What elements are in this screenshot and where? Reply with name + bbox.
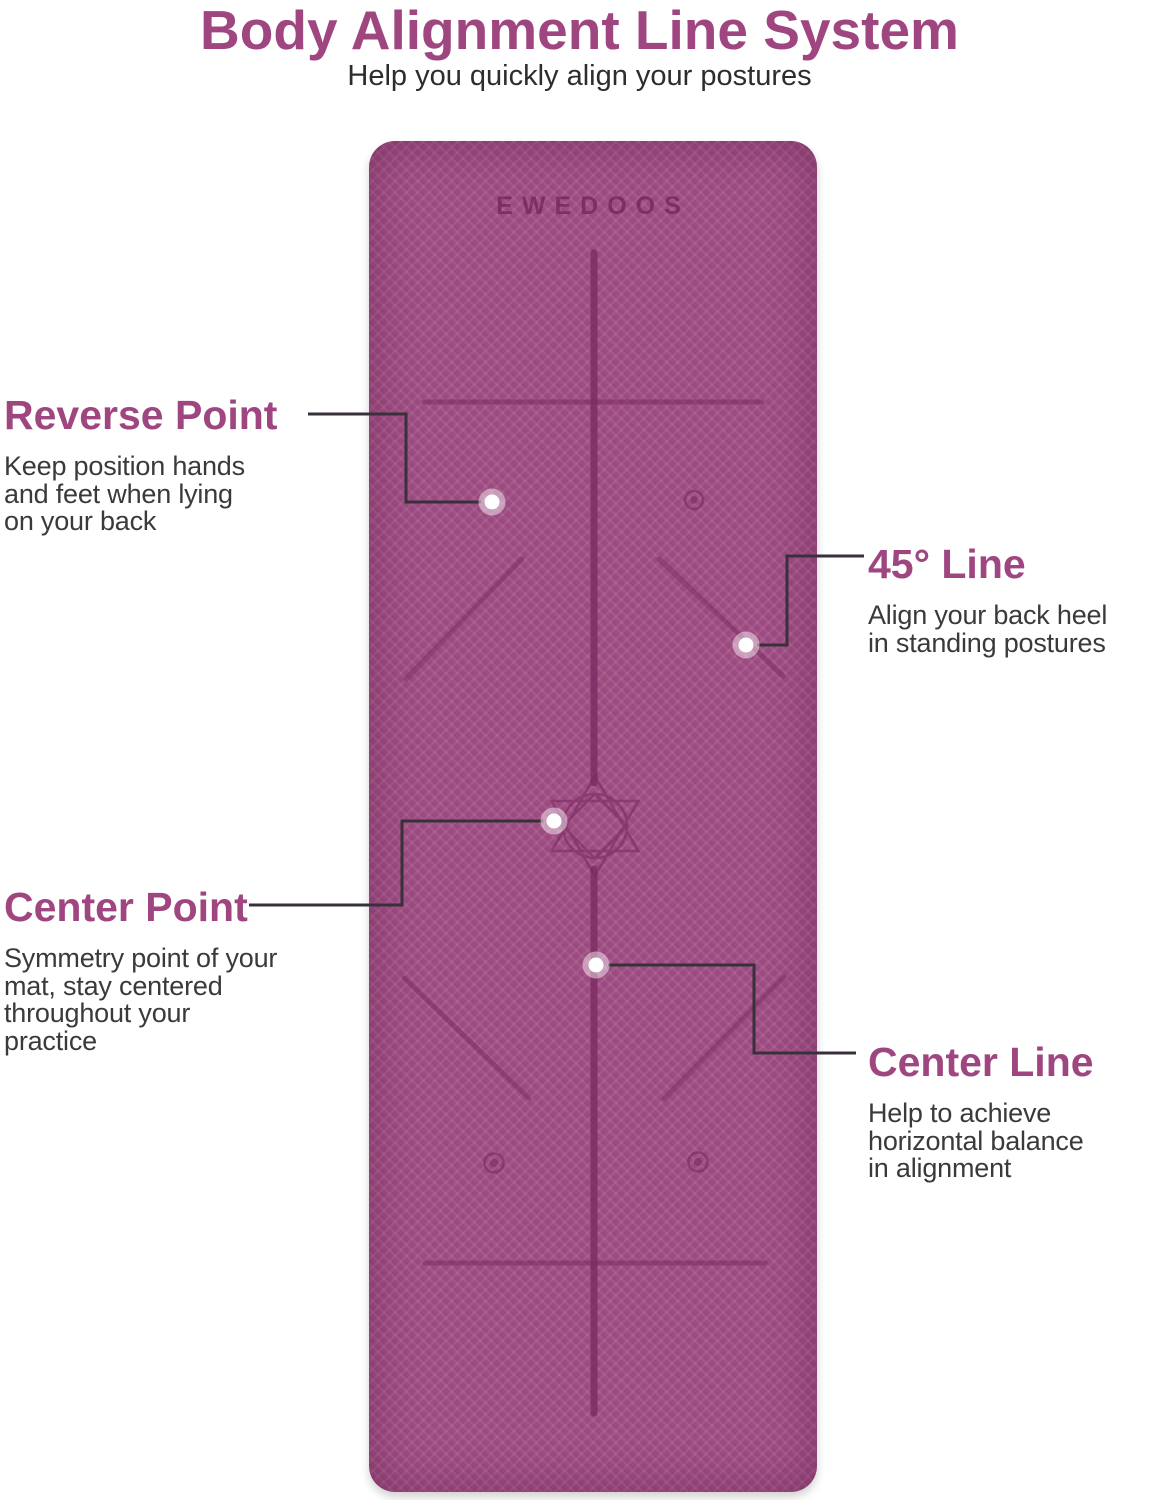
callout-title: Reverse Point: [4, 392, 278, 438]
mat-brand-logo: EWEDOOS: [496, 192, 690, 220]
callout-title: 45° Line: [868, 541, 1026, 587]
callout-center-point: Center Point Symmetry point of your mat,…: [4, 884, 277, 1055]
callout-description-line: Align your back heel: [868, 600, 1108, 630]
callout-description-line: practice: [4, 1025, 97, 1056]
callout-45-line: 45° Line Align your back heel in standin…: [868, 541, 1107, 657]
callout-reverse-point: Reverse Point Keep position hands and fe…: [4, 392, 277, 536]
callout-description-line: Keep position hands: [4, 451, 245, 481]
callout-description-line: in alignment: [868, 1153, 1012, 1183]
page-subtitle: Help you quickly align your postures: [347, 60, 812, 92]
callout-description-line: mat, stay centered: [4, 970, 223, 1001]
callout-title: Center Line: [868, 1039, 1094, 1085]
callout-title: Center Point: [4, 884, 248, 930]
yoga-mat: EWEDOOS: [369, 141, 817, 1492]
callout-description-line: horizontal balance: [868, 1125, 1084, 1156]
callout-description-line: in standing postures: [868, 627, 1106, 658]
callout-description-line: Help to achieve: [868, 1098, 1052, 1128]
page-title: Body Alignment Line System: [200, 0, 959, 61]
callout-description-line: and feet when lying: [4, 478, 233, 509]
callout-description-line: throughout your: [4, 998, 191, 1028]
callout-description-line: on your back: [4, 506, 157, 536]
callout-description-line: Symmetry point of your: [4, 943, 278, 973]
callout-center-line: Center Line Help to achieve horizontal b…: [868, 1039, 1094, 1183]
